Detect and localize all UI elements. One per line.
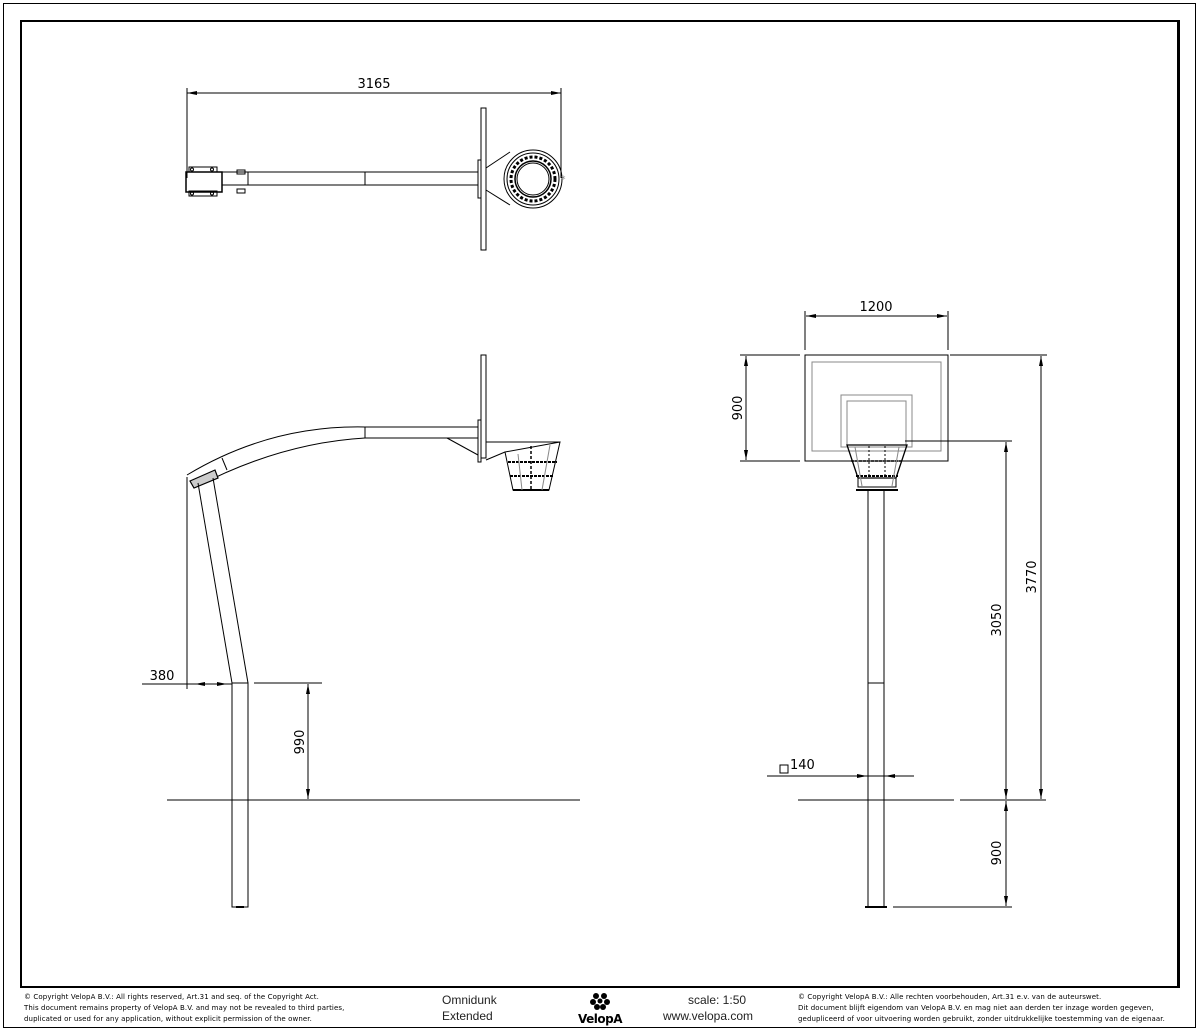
copyright-nl-line-1: © Copyright VelopA B.V.: Alle rechten vo…: [798, 993, 1102, 1001]
copyright-nl-line-3: gedupliceerd of voor uitvoering worden g…: [798, 1015, 1165, 1023]
flower-logo-icon: [590, 993, 610, 1010]
product-name: Omnidunk: [442, 993, 497, 1007]
square-section-icon: [779, 764, 789, 774]
top-view: *: [185, 88, 566, 251]
drawing-frame: [20, 20, 1180, 988]
dim-board-width: 1200: [859, 300, 892, 315]
dim-bend-height: 990: [293, 730, 308, 755]
sheet-outer-border: [3, 3, 1196, 1028]
copyright-nl-line-2: Dit document blijft eigendom van VelopA …: [798, 1004, 1154, 1012]
scale-label: scale: 1:50: [688, 993, 747, 1007]
dim-embed-depth: 900: [990, 841, 1005, 866]
website-link[interactable]: www.velopa.com: [663, 1009, 754, 1023]
front-view: [740, 311, 1047, 908]
side-view: [142, 354, 580, 908]
svg-text:*: *: [561, 175, 566, 185]
dim-board-height: 900: [731, 396, 746, 421]
copyright-en-line-1: © Copyright VelopA B.V.: All rights rese…: [24, 993, 319, 1001]
dim-post-section: 140: [790, 758, 815, 773]
copyright-en-line-3: duplicated or used for any application, …: [24, 1015, 312, 1023]
dim-rim-height: 3050: [990, 603, 1005, 636]
dim-overall-length: 3165: [357, 77, 390, 92]
product-variant: Extended: [442, 1009, 493, 1023]
velopa-logo: VelopA: [572, 990, 628, 1028]
copyright-en-line-2: This document remains property of VelopA…: [24, 1004, 345, 1012]
logo-text: VelopA: [577, 1012, 623, 1026]
dim-offset: 380: [150, 669, 175, 684]
dim-board-top-height: 3770: [1025, 560, 1040, 593]
